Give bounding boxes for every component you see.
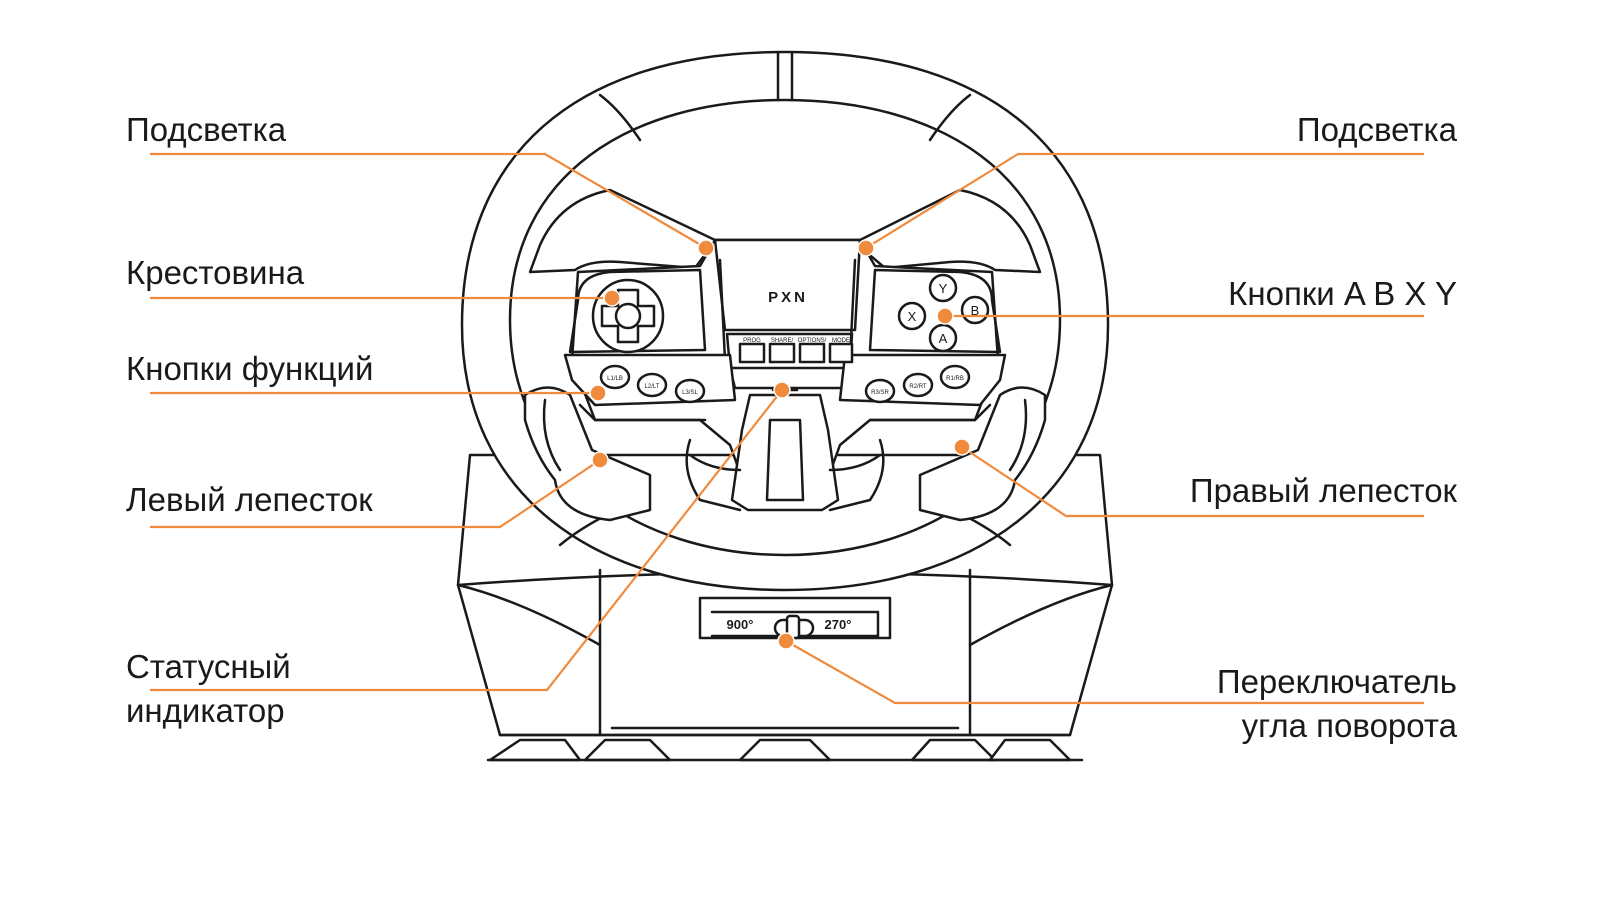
- func-label-l1: L1/LB: [607, 376, 623, 382]
- callout-line-angle: [785, 640, 1424, 705]
- callout-dot-backlight-left: [697, 239, 715, 257]
- callout-dot-right-paddle: [953, 438, 971, 456]
- callout-line-backlight-right: [865, 152, 1424, 249]
- label-right-paddle: Правый лепесток: [1189, 472, 1457, 509]
- label-dpad: Крестовина: [126, 254, 305, 291]
- callout-line-right-paddle: [961, 446, 1424, 518]
- angle-label-270: 270°: [825, 617, 852, 632]
- brand-logo: PXN: [768, 289, 808, 306]
- callout-line-status: [150, 389, 783, 692]
- share-button-label: SHARE/: [771, 338, 794, 344]
- dpad[interactable]: [591, 278, 665, 354]
- left-paddle[interactable]: [523, 386, 652, 522]
- label-function-buttons: Кнопки функций: [126, 350, 374, 387]
- callout-dot-left-paddle: [591, 451, 609, 469]
- func-label-l3: L3/SL: [682, 390, 698, 396]
- label-angle-line1: Переключатель: [1216, 663, 1457, 700]
- callout-line-left-paddle: [150, 459, 601, 529]
- function-buttons[interactable]: [599, 364, 971, 404]
- label-backlight-right: Подсветка: [1296, 111, 1457, 148]
- wheel-center: [528, 188, 1042, 512]
- label-status-indicator: Статусный индикатор: [126, 645, 291, 733]
- suction-feet: [486, 738, 1084, 762]
- label-angle-line2: угла поворота: [1241, 707, 1457, 744]
- label-face-buttons: Кнопки A B X Y: [1228, 275, 1457, 312]
- callout-dot-angle: [777, 632, 795, 650]
- callout-dot-backlight-right: [857, 239, 875, 257]
- func-label-r3: R3/SR: [871, 390, 889, 396]
- face-label-x: X: [908, 309, 917, 324]
- callout-dot-dpad: [603, 289, 621, 307]
- prog-button-label: PROG: [743, 338, 761, 344]
- callout-dot-status: [773, 381, 791, 399]
- face-label-b: B: [971, 303, 980, 318]
- label-left-paddle: Левый лепесток: [126, 481, 373, 518]
- wheel-rim: [460, 50, 1110, 592]
- face-label-y: Y: [939, 281, 948, 296]
- callout-lines: [150, 152, 1424, 705]
- mode-button-label: MODE: [832, 338, 850, 344]
- callout-dot-function-buttons: [589, 384, 607, 402]
- label-angle-switch: Переключатель угла поворота: [1217, 660, 1457, 748]
- face-label-a: A: [939, 331, 948, 346]
- func-label-r2: R2/RT: [909, 384, 927, 390]
- center-buttons[interactable]: [738, 342, 854, 364]
- func-label-r1: R1/RB: [946, 376, 964, 382]
- options-button-label: OPTIONS/: [798, 338, 827, 344]
- label-backlight-left: Подсветка: [126, 111, 287, 148]
- angle-switch-panel: [698, 596, 892, 640]
- func-label-l2: L2/LT: [645, 384, 660, 390]
- label-status-line1: Статусный: [126, 648, 291, 685]
- face-buttons[interactable]: [897, 273, 990, 353]
- callout-dots: [589, 239, 971, 650]
- callout-line-backlight-left: [150, 152, 707, 249]
- right-paddle[interactable]: [918, 386, 1047, 522]
- callout-dot-face-buttons: [936, 307, 954, 325]
- label-status-line2: индикатор: [126, 692, 285, 729]
- angle-label-900: 900°: [727, 617, 754, 632]
